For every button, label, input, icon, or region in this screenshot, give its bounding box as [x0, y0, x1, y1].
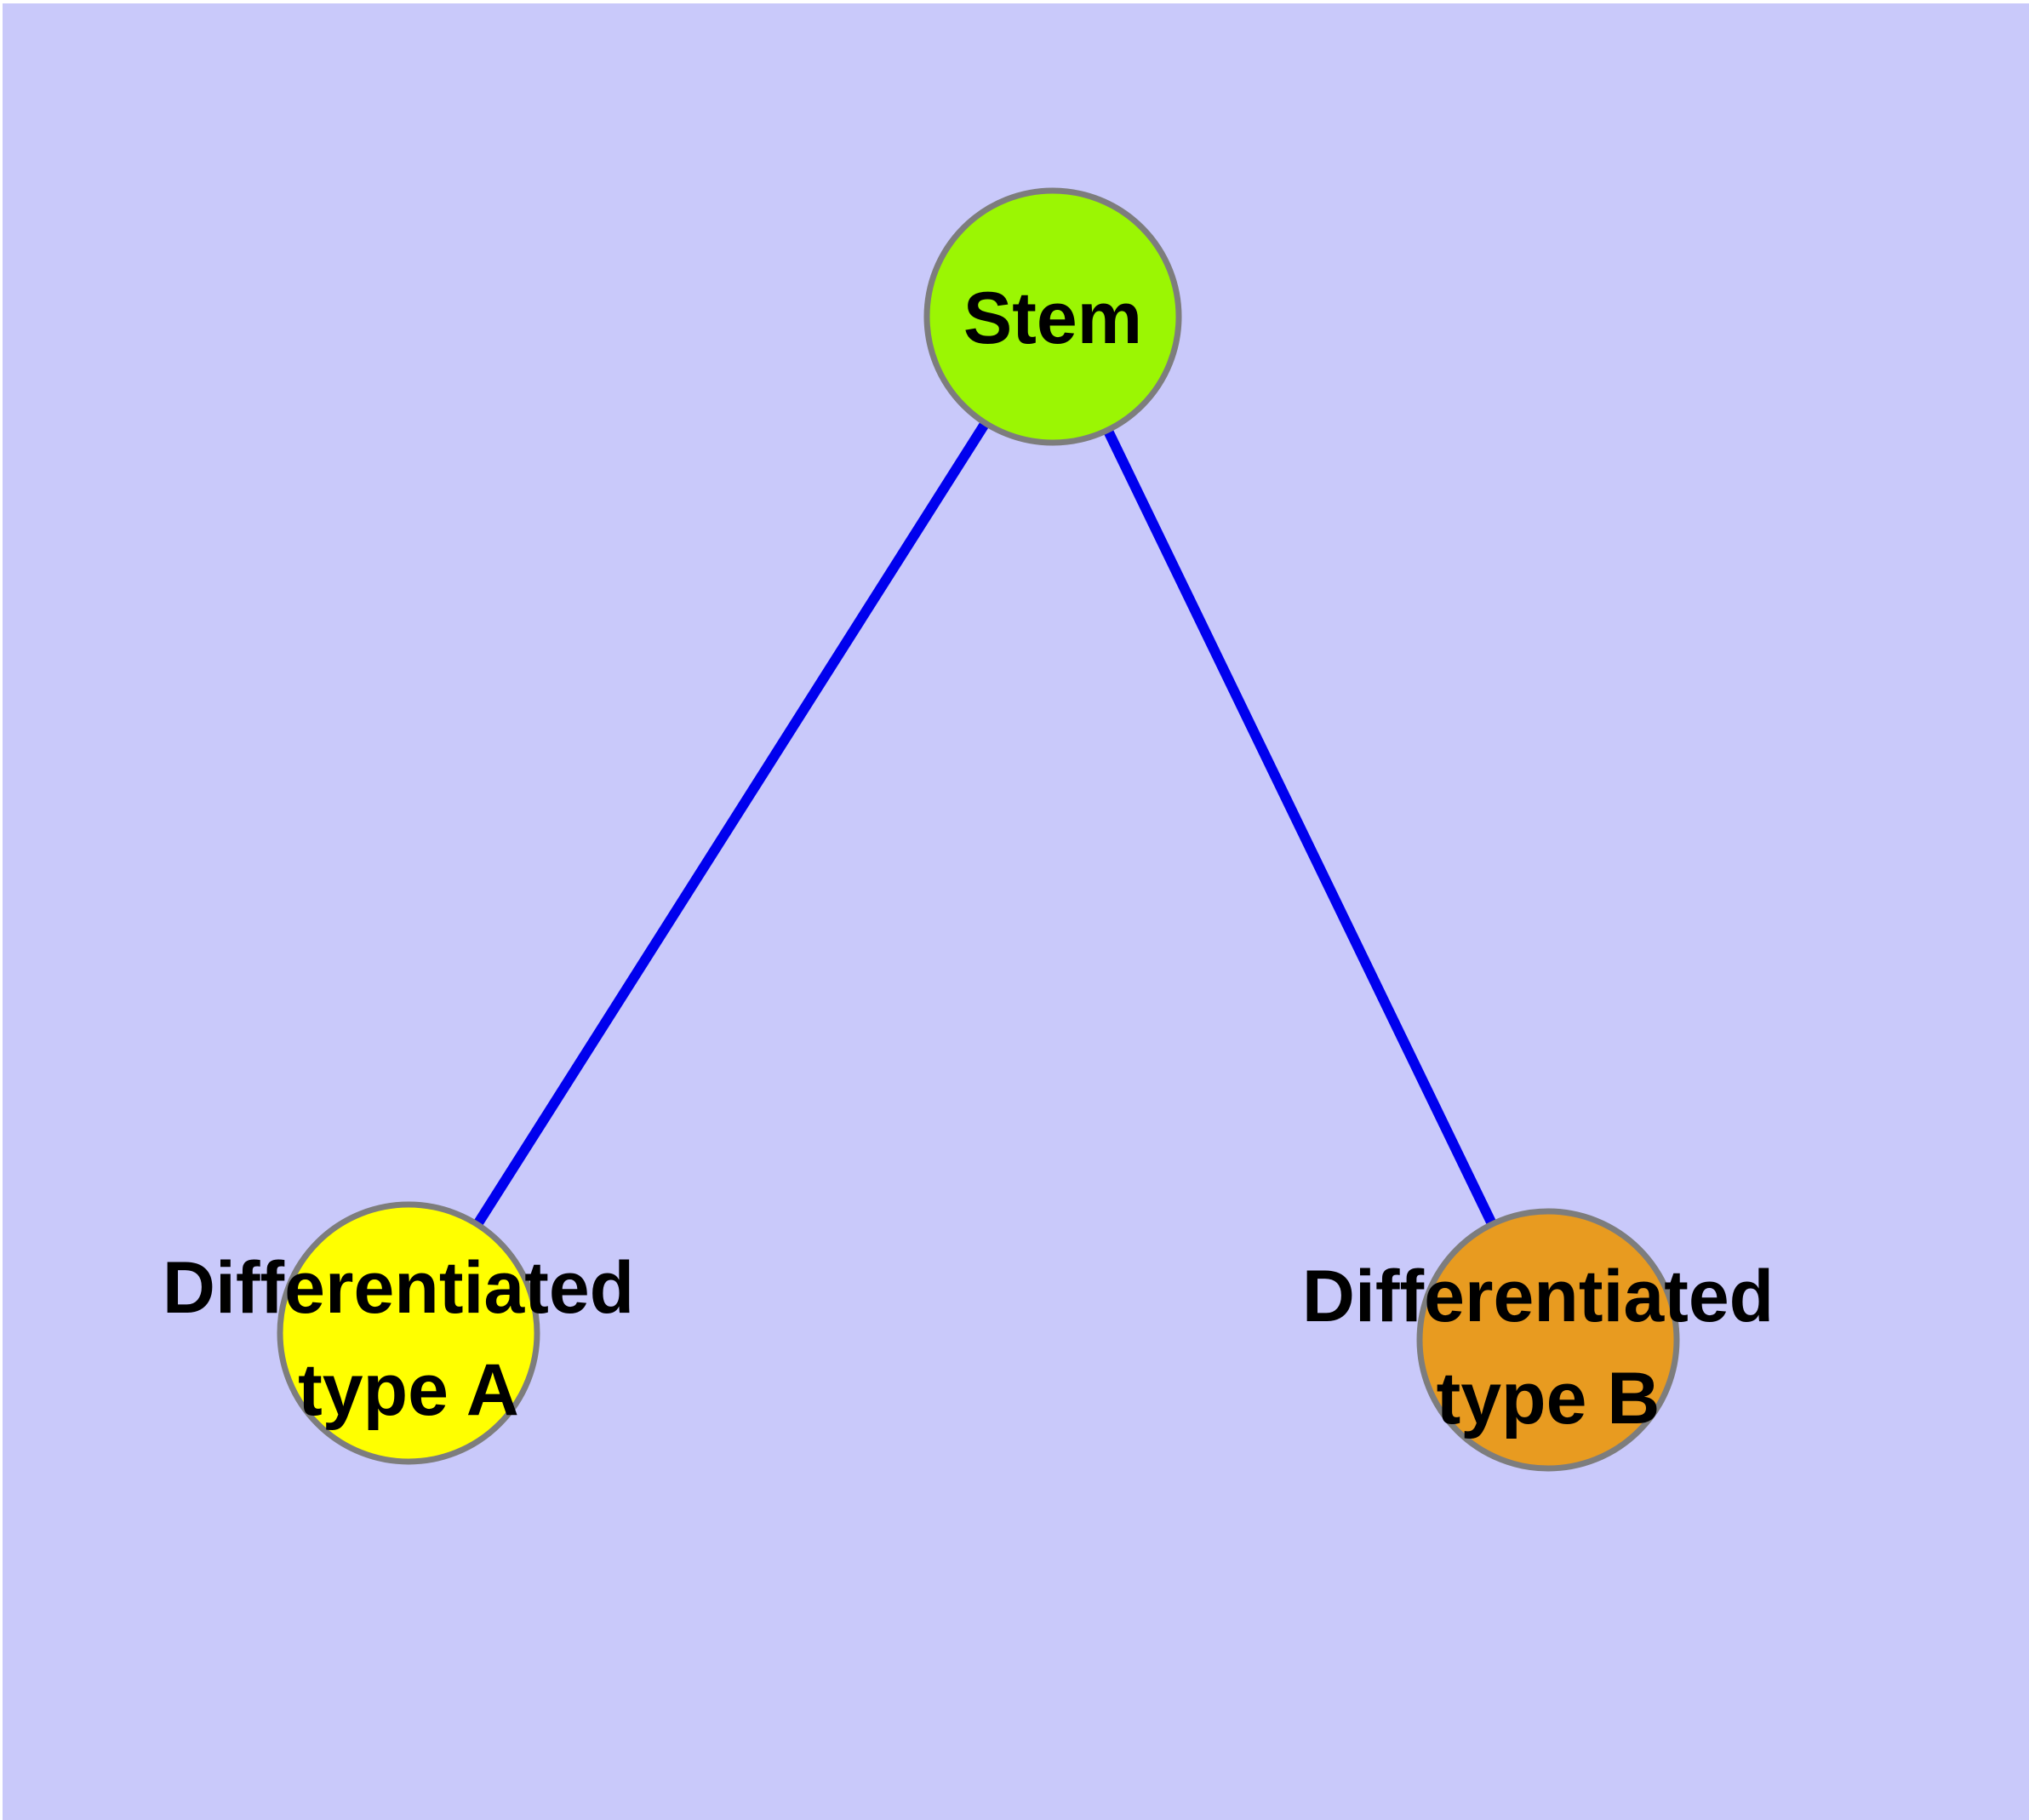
node-typeA-label-line1: Differentiated [163, 1247, 634, 1329]
edge-stem-to-typeA [403, 313, 1058, 1336]
edge-stem-to-typeB [1048, 314, 1553, 1342]
node-typeA-label-line2: type A [298, 1349, 519, 1431]
node-typeB-label: Differentiated type B [1302, 1256, 1794, 1439]
node-stem [923, 187, 1182, 446]
node-typeB-label-line2: type B [1437, 1358, 1660, 1439]
node-typeA-label: Differentiated type A [163, 1247, 654, 1431]
node-differentiated-type-b [1416, 1208, 1680, 1472]
node-stem-label: Stem [963, 278, 1142, 359]
node-differentiated-type-a [277, 1201, 540, 1465]
node-typeB-label-line1: Differentiated [1302, 1256, 1774, 1337]
